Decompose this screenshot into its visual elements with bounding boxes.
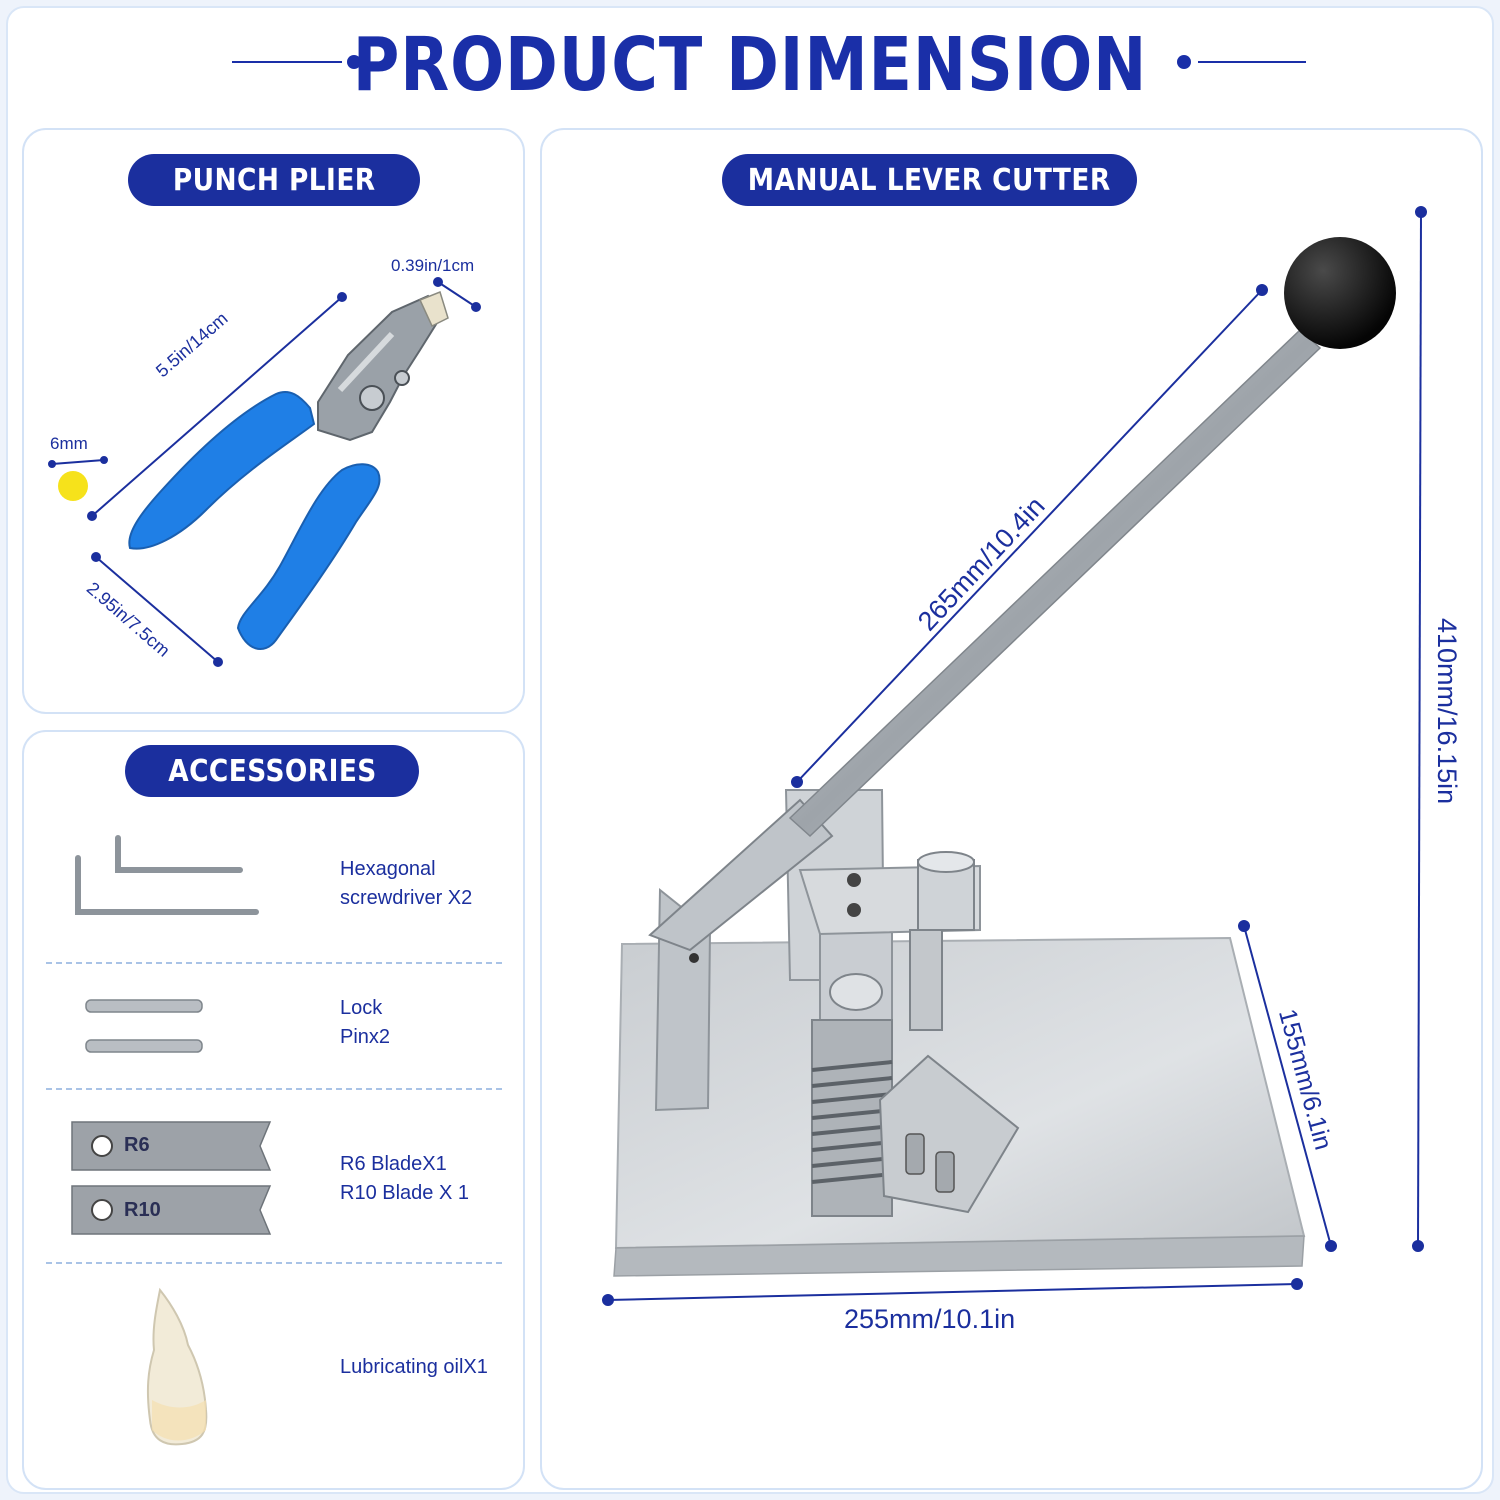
accessory-line: Hexagonal — [340, 858, 436, 880]
accessory-item-hex-key: Hexagonal screwdriver X2 — [340, 855, 510, 913]
blade-r10-label: R10 — [124, 1199, 161, 1221]
accessory-line: Lubricating oilX1 — [340, 1356, 488, 1378]
blade-block-icon — [878, 1054, 1020, 1214]
accessory-line: Pinx2 — [340, 1026, 391, 1048]
accessory-line: screwdriver X2 — [340, 887, 473, 909]
punch-plier-heading: PUNCH PLIER — [128, 154, 420, 206]
title-rule-left — [232, 61, 342, 63]
spring-icon — [811, 929, 893, 1217]
plier-head-icon — [317, 291, 449, 442]
accessory-item-blades: R6 BladeX1 R10 Blade X 1 — [340, 1150, 510, 1208]
accessory-line: R10 Blade X 1 — [340, 1182, 469, 1204]
accessories-heading: ACCESSORIES — [125, 745, 419, 797]
base-width-dimension: 255mm/10.1in — [844, 1304, 1016, 1334]
title-rule-right — [1198, 61, 1306, 63]
hole-sample-dot — [58, 471, 88, 501]
accessory-divider — [46, 962, 502, 964]
lever-cutter-heading: MANUAL LEVER CUTTER — [722, 154, 1137, 206]
title-dot-left — [347, 55, 361, 69]
lock-pin-icon — [85, 999, 203, 1053]
plier-grip-bottom-icon — [236, 463, 381, 651]
hole-size-dimension: 6mm — [50, 434, 88, 453]
accessories-panel — [22, 730, 525, 1490]
accessory-line: Lock — [340, 997, 383, 1019]
lever-bracket-icon — [648, 798, 834, 952]
accessory-line: R6 BladeX1 — [340, 1153, 447, 1175]
accessory-divider — [46, 1088, 502, 1090]
punch-head-icon — [798, 851, 981, 1031]
blade-r6-label: R6 — [124, 1134, 150, 1156]
accessory-item-oil: Lubricating oilX1 — [340, 1353, 510, 1382]
page-title: PRODUCT DIMENSION — [352, 22, 1148, 108]
hex-key-icon — [75, 835, 259, 915]
lever-knob-icon — [1284, 237, 1396, 349]
title-dot-right — [1177, 55, 1191, 69]
plier-tip-dimension: 0.39in/1cm — [391, 256, 475, 275]
accessory-item-lock-pin: Lock Pinx2 — [340, 994, 510, 1052]
lever-rod-icon — [788, 328, 1322, 838]
plier-grip-top-icon — [128, 390, 316, 550]
accessory-divider — [46, 1262, 502, 1264]
blade-icon — [71, 1121, 272, 1235]
oil-bottle-icon — [146, 1287, 208, 1446]
total-height-dimension: 410mm/16.15in — [1432, 618, 1462, 805]
